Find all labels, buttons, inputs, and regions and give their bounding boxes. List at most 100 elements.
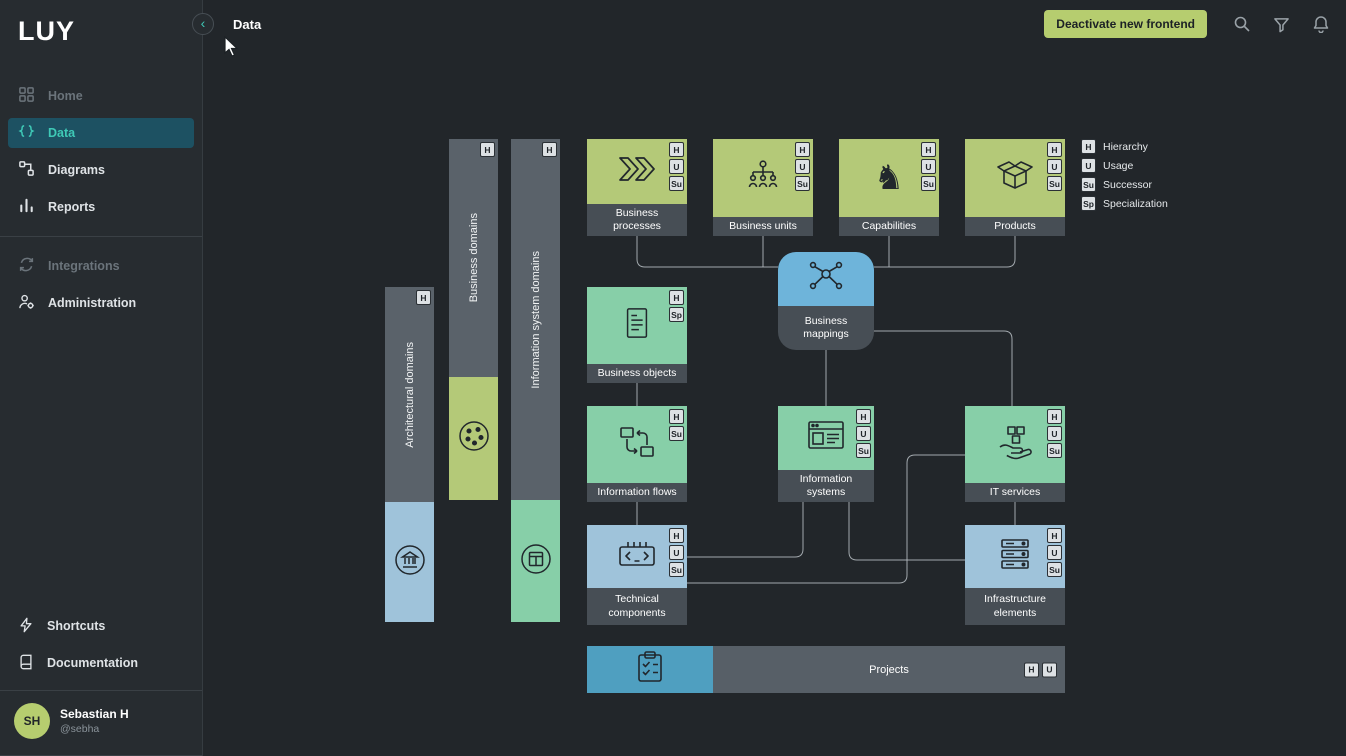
successor-badge: Su — [1081, 177, 1096, 192]
clipboard-icon — [635, 650, 665, 689]
hierarchy-badge: H — [1024, 662, 1039, 677]
diagram-icon — [18, 160, 35, 180]
legend-row: Su Successor — [1081, 177, 1168, 192]
server-stack-icon — [997, 536, 1033, 577]
bell-icon[interactable] — [1312, 15, 1330, 33]
sidebar-item-label: Documentation — [47, 656, 138, 670]
sidebar-item-administration[interactable]: Administration — [8, 288, 194, 318]
sidebar-item-diagrams[interactable]: Diagrams — [8, 155, 194, 185]
usage-badge: U — [669, 159, 684, 174]
successor-badge: Su — [921, 176, 936, 191]
node-label: Capabilities — [839, 216, 939, 236]
node-information-system-domains[interactable]: H Information system domains — [511, 139, 560, 622]
usage-badge: U — [669, 545, 684, 560]
sidebar-item-home[interactable]: Home — [8, 81, 194, 111]
process-chevrons-icon — [616, 154, 658, 189]
topbar-actions: Deactivate new frontend — [1044, 0, 1330, 48]
successor-badge: Su — [795, 176, 810, 191]
search-icon[interactable] — [1233, 15, 1251, 33]
node-business-units[interactable]: H U Su Business units — [713, 139, 813, 236]
dots-circle-icon — [454, 416, 494, 461]
sidebar: LUY Home Data — [0, 0, 203, 756]
node-icon-zone: ♞ H U Su — [839, 139, 939, 217]
legend-label: Successor — [1103, 178, 1153, 191]
domain-label: Architectural domains — [403, 341, 416, 448]
node-infrastructure-elements[interactable]: H U Su Infrastructure elements — [965, 525, 1065, 625]
bar-label-zone: Architectural domains — [385, 287, 434, 502]
data-flow-icon — [618, 425, 656, 464]
home-grid-icon — [18, 86, 35, 106]
sync-icon — [18, 256, 35, 276]
node-projects[interactable]: Projects H U — [587, 646, 1065, 693]
user-name: Sebastian H — [60, 707, 129, 721]
hierarchy-badge: H — [542, 142, 557, 157]
hierarchy-badge: H — [921, 142, 936, 157]
successor-badge: Su — [1047, 443, 1062, 458]
legend-row: Sp Specialization — [1081, 196, 1168, 211]
sidebar-item-reports[interactable]: Reports — [8, 192, 194, 222]
code-braces-icon — [18, 124, 35, 143]
sidebar-item-label: Shortcuts — [47, 619, 106, 633]
usage-badge: U — [1047, 426, 1062, 441]
document-icon — [621, 305, 653, 346]
window-circle-icon — [516, 539, 556, 584]
deactivate-frontend-button[interactable]: Deactivate new frontend — [1044, 10, 1207, 38]
node-icon-zone: H U Su — [965, 139, 1065, 217]
node-business-mappings[interactable]: Business mappings — [778, 252, 874, 350]
chess-knight-icon: ♞ — [873, 158, 905, 197]
usage-badge: U — [1047, 159, 1062, 174]
sidebar-item-label: Administration — [48, 296, 137, 310]
node-capabilities[interactable]: ♞ H U Su Capabilities — [839, 139, 939, 236]
node-label: Business processes — [587, 203, 687, 236]
successor-badge: Su — [1047, 562, 1062, 577]
domain-label: Information system domains — [529, 250, 542, 389]
topbar: ‹ Data Deactivate new frontend — [192, 0, 1346, 48]
node-architectural-domains[interactable]: H Architectural domains — [385, 287, 434, 622]
legend-label: Hierarchy — [1103, 140, 1148, 153]
legend-row: U Usage — [1081, 158, 1168, 173]
legend-label: Specialization — [1103, 197, 1168, 210]
bar-chart-icon — [18, 197, 35, 217]
node-icon-zone: H U Su — [965, 525, 1065, 588]
page-title: Data — [233, 17, 262, 32]
sidebar-divider — [0, 236, 202, 237]
domain-label: Business domains — [467, 213, 480, 303]
node-icon-zone — [778, 252, 874, 306]
node-icon-zone: H U Su — [713, 139, 813, 217]
node-it-services[interactable]: H U Su IT services — [965, 406, 1065, 502]
node-information-systems[interactable]: H U Su Information systems — [778, 406, 874, 502]
bank-circle-icon — [390, 540, 430, 585]
sidebar-collapse-button[interactable]: ‹ — [192, 13, 214, 35]
sidebar-item-integrations[interactable]: Integrations — [8, 251, 194, 281]
user-profile[interactable]: SH Sebastian H @sebha — [0, 690, 202, 755]
node-products[interactable]: H U Su Products — [965, 139, 1065, 236]
node-business-objects[interactable]: H Sp Business objects — [587, 287, 687, 383]
node-information-flows[interactable]: H Su Information flows — [587, 406, 687, 502]
sidebar-item-label: Integrations — [48, 259, 120, 273]
filter-icon[interactable] — [1273, 16, 1290, 33]
bar-label-zone: Business domains — [449, 139, 498, 377]
successor-badge: Su — [856, 443, 871, 458]
node-business-processes[interactable]: H U Su Business processes — [587, 139, 687, 236]
usage-badge: U — [795, 159, 810, 174]
sidebar-item-documentation[interactable]: Documentation — [8, 648, 194, 678]
sidebar-item-shortcuts[interactable]: Shortcuts — [8, 611, 194, 641]
node-technical-components[interactable]: H U Su Technical components — [587, 525, 687, 625]
network-icon — [806, 259, 846, 300]
user-handle: @sebha — [60, 723, 100, 735]
node-label: Information flows — [587, 482, 687, 502]
sidebar-item-data[interactable]: Data — [8, 118, 194, 148]
sidebar-item-label: Data — [48, 126, 76, 140]
node-business-domains[interactable]: H Business domains — [449, 139, 498, 500]
browser-window-icon — [806, 419, 846, 456]
successor-badge: Su — [1047, 176, 1062, 191]
legend-label: Usage — [1103, 159, 1134, 172]
hierarchy-badge: H — [669, 409, 684, 424]
sidebar-item-label: Diagrams — [48, 163, 105, 177]
org-chart-icon — [745, 159, 781, 196]
legend-row: H Hierarchy — [1081, 139, 1168, 154]
legend: H Hierarchy U Usage Su Successor Sp Spec… — [1081, 139, 1168, 211]
specialization-badge: Sp — [669, 307, 684, 322]
successor-badge: Su — [669, 426, 684, 441]
